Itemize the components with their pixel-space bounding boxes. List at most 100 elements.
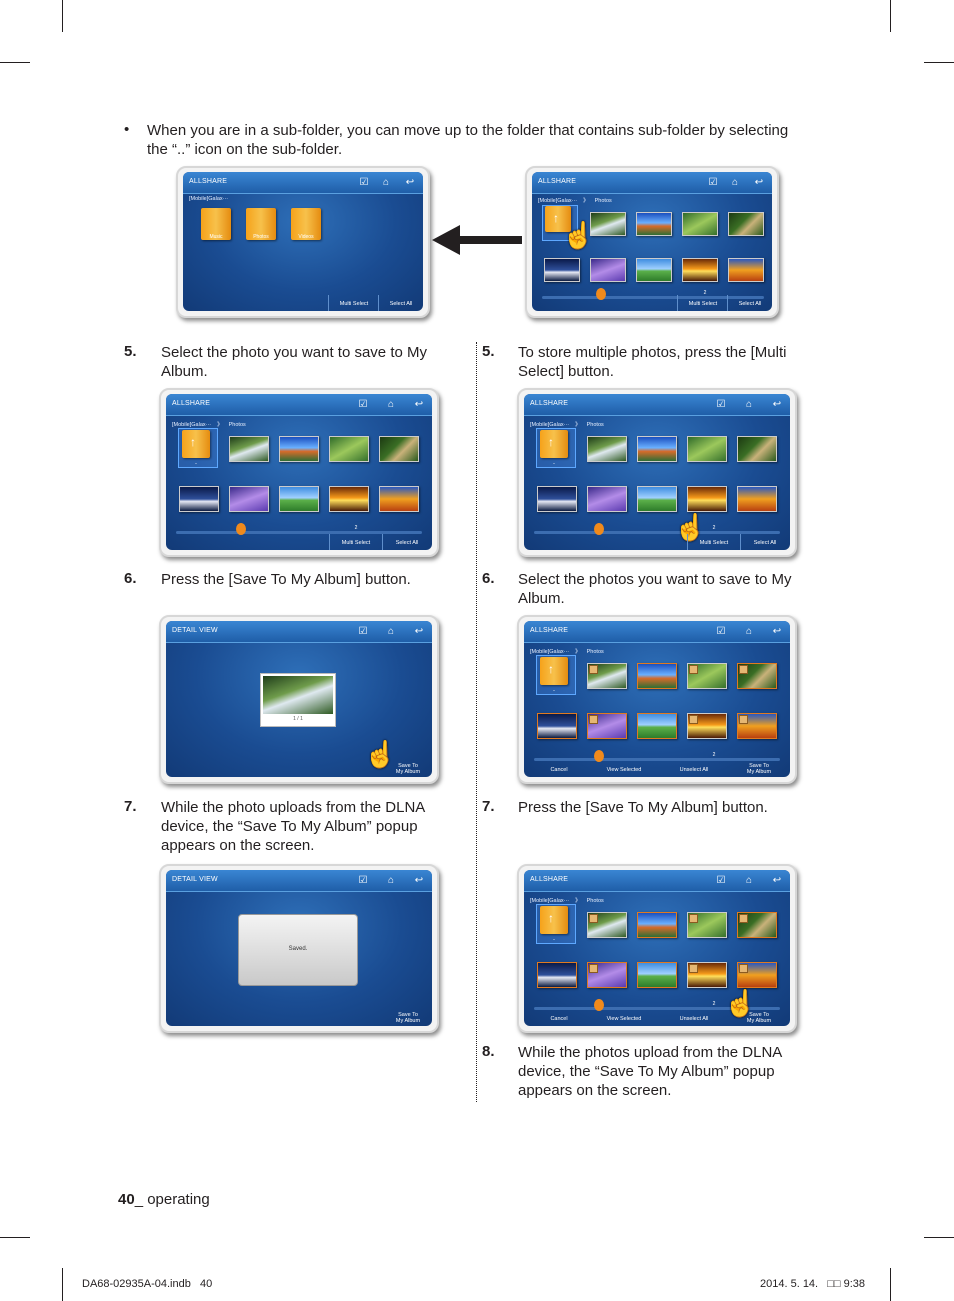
- cancel-button[interactable]: Cancel: [550, 1016, 568, 1022]
- step-number: 6.: [124, 570, 137, 587]
- screen-title: ALLSHARE: [538, 178, 577, 185]
- back-icon[interactable]: ↩: [772, 626, 782, 637]
- step-text: While the photo uploads from the DLNA de…: [161, 799, 425, 854]
- multi-select-button[interactable]: Multi Select: [699, 540, 729, 546]
- select-icon[interactable]: ☑: [358, 626, 368, 637]
- select-all-button[interactable]: Select All: [395, 540, 419, 546]
- folder-photos-label: Photos: [253, 234, 269, 240]
- saved-message: Saved.: [288, 946, 308, 952]
- select-icon[interactable]: ☑: [358, 399, 368, 410]
- screen-photos-left: ALLSHARE ☑ ⌂ ↩ [Mobile]Galax···》Photos ↑…: [159, 388, 439, 557]
- folder-videos-label: Videos: [298, 234, 314, 240]
- breadcrumb: [Mobile]Galax···》Photos: [530, 649, 604, 655]
- breadcrumb: [Mobile]Galax···》Photos: [530, 898, 604, 904]
- back-icon[interactable]: ↩: [414, 399, 424, 410]
- up-folder[interactable]: ↑: [545, 206, 571, 232]
- hand-pointer-icon: ☝: [364, 739, 397, 769]
- breadcrumb: [Mobile]Galax···》Photos: [530, 422, 604, 428]
- crop-mark: [0, 62, 30, 63]
- select-icon[interactable]: ☑: [359, 177, 369, 188]
- view-selected-button[interactable]: View Selected: [606, 767, 642, 773]
- step-number: 7.: [482, 798, 495, 815]
- home-icon[interactable]: ⌂: [387, 399, 395, 410]
- select-all-button[interactable]: Select All: [738, 301, 762, 307]
- step-number: 6.: [482, 570, 495, 587]
- up-folder[interactable]: ↑: [540, 906, 568, 934]
- step-number: 5.: [124, 343, 137, 360]
- step-number: 8.: [482, 1043, 495, 1060]
- home-icon[interactable]: ⌂: [387, 875, 395, 886]
- page-indicator: 2: [712, 752, 716, 758]
- arrow-left-icon: [432, 225, 524, 255]
- folder-videos[interactable]: [291, 208, 321, 240]
- up-folder[interactable]: ↑: [540, 657, 568, 685]
- page-indicator: 2: [712, 525, 716, 531]
- step-text: Select the photo you want to save to My …: [161, 344, 427, 380]
- step-text: To store multiple photos, press the [Mul…: [518, 344, 787, 380]
- back-icon[interactable]: ↩: [772, 399, 782, 410]
- back-icon[interactable]: ↩: [414, 626, 424, 637]
- intro-bullet: •: [124, 121, 130, 138]
- up-folder[interactable]: ↑: [540, 430, 568, 458]
- select-icon[interactable]: ☑: [358, 875, 368, 886]
- page-footer: 40_ operating: [118, 1191, 210, 1208]
- hand-pointer-icon: ☝: [724, 988, 757, 1018]
- view-selected-button[interactable]: View Selected: [606, 1016, 642, 1022]
- select-icon[interactable]: ☑: [716, 399, 726, 410]
- select-icon[interactable]: ☑: [716, 626, 726, 637]
- home-icon[interactable]: ⌂: [745, 875, 753, 886]
- back-icon[interactable]: ↩: [754, 177, 764, 188]
- screen-save-selected: ALLSHARE ☑ ⌂ ↩ [Mobile]Galax···》Photos ↑…: [517, 864, 797, 1033]
- select-all-button[interactable]: Select All: [753, 540, 777, 546]
- screen-title: DETAIL VIEW: [172, 876, 218, 883]
- folder-music[interactable]: [201, 208, 231, 240]
- home-icon[interactable]: ⌂: [387, 626, 395, 637]
- multi-select-button[interactable]: Multi Select: [341, 540, 371, 546]
- page-indicator: 2: [703, 290, 707, 296]
- folder-photos[interactable]: [246, 208, 276, 240]
- page-section: _ operating: [134, 1191, 210, 1208]
- select-all-button[interactable]: Select All: [389, 301, 413, 307]
- page-number: 40: [118, 1191, 135, 1208]
- unselect-all-button[interactable]: Unselect All: [679, 1016, 709, 1022]
- step-text: Press the [Save To My Album] button.: [161, 571, 411, 588]
- crop-mark: [890, 0, 891, 32]
- screen-title: ALLSHARE: [530, 876, 569, 883]
- screen-title: DETAIL VIEW: [172, 627, 218, 634]
- multi-select-button[interactable]: Multi Select: [688, 301, 718, 307]
- breadcrumb: [Mobile]Galax···: [189, 196, 229, 202]
- step-text: Select the photos you want to save to My…: [518, 571, 792, 607]
- print-file-name: DA68-02935A-04.indb 40: [82, 1278, 213, 1290]
- breadcrumb: [Mobile]Galax···》Photos: [172, 422, 246, 428]
- detail-counter: 1 / 1: [293, 716, 303, 722]
- home-icon[interactable]: ⌂: [731, 177, 739, 188]
- page-indicator: 2: [712, 1001, 716, 1007]
- crop-mark: [0, 1237, 30, 1238]
- select-icon[interactable]: ☑: [716, 875, 726, 886]
- intro-text: When you are in a sub-folder, you can mo…: [147, 122, 789, 158]
- hand-pointer-icon: ☝: [562, 220, 595, 250]
- saved-popup: Saved.: [238, 914, 358, 986]
- screen-multi-select: ALLSHARE ☑ ⌂ ↩ [Mobile]Galax···》Photos ↑…: [517, 388, 797, 557]
- folder-music-label: Music: [209, 234, 223, 240]
- column-divider: [476, 342, 477, 1102]
- back-icon[interactable]: ↩: [414, 875, 424, 886]
- home-icon[interactable]: ⌂: [745, 399, 753, 410]
- up-folder[interactable]: ↑: [182, 430, 210, 458]
- home-icon[interactable]: ⌂: [745, 626, 753, 637]
- hand-pointer-icon: ☝: [674, 512, 707, 542]
- cancel-button[interactable]: Cancel: [550, 767, 568, 773]
- back-icon[interactable]: ↩: [405, 177, 415, 188]
- step-text: Press the [Save To My Album] button.: [518, 799, 768, 816]
- unselect-all-button[interactable]: Unselect All: [679, 767, 709, 773]
- select-icon[interactable]: ☑: [708, 177, 718, 188]
- multi-select-button[interactable]: Multi Select: [339, 301, 369, 307]
- breadcrumb: [Mobile]Galax···》Photos: [538, 198, 612, 204]
- home-icon[interactable]: ⌂: [382, 177, 390, 188]
- back-icon[interactable]: ↩: [772, 875, 782, 886]
